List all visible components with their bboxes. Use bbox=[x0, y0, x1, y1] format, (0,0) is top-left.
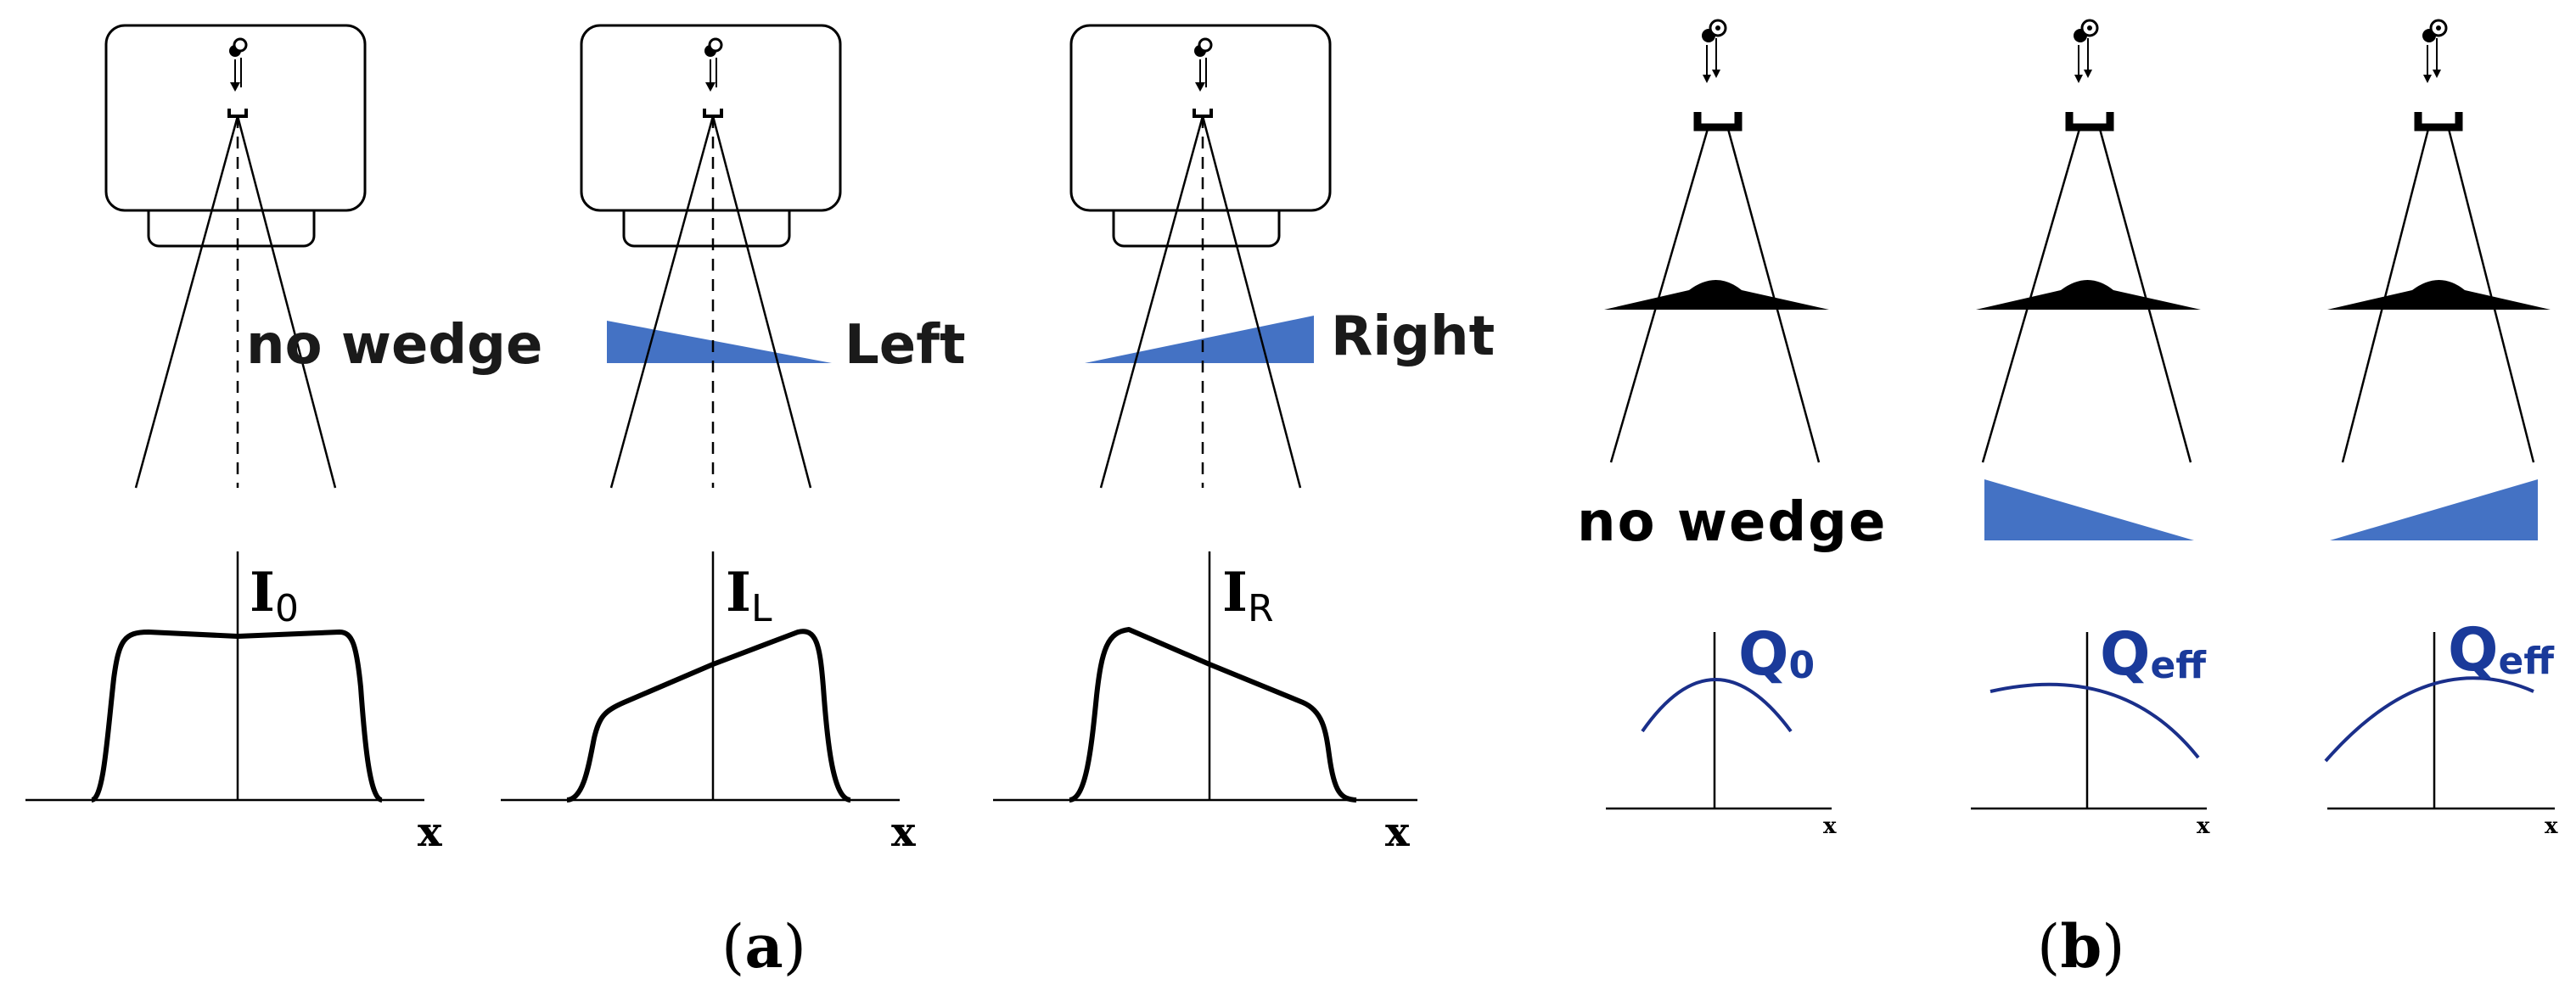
target-icon bbox=[2414, 112, 2463, 131]
panel-a-column-left: Left IL x bbox=[501, 24, 966, 856]
beam-quality-label: Q0 bbox=[1738, 619, 1815, 689]
profile-axis-label: x bbox=[891, 809, 916, 856]
panel-b: no wedge Q0 x bbox=[1577, 19, 2558, 982]
beam-edge bbox=[1726, 128, 1821, 463]
electron-source-icon bbox=[2074, 19, 2099, 83]
wedge-label: Left bbox=[845, 314, 966, 377]
target-icon bbox=[1693, 112, 1743, 131]
flattening-filter-icon bbox=[1976, 280, 2201, 310]
beam-edge bbox=[2447, 128, 2535, 463]
beam-edge bbox=[236, 115, 337, 489]
beam-quality-curve bbox=[1990, 682, 2200, 759]
beam-quality-label: Qeff bbox=[2100, 619, 2207, 689]
dose-profile-curve bbox=[566, 629, 851, 803]
panel-a-column-no-wedge: no wedge I0 x bbox=[25, 24, 542, 856]
electron-source-icon bbox=[2422, 19, 2448, 83]
dose-profile-curve bbox=[1069, 627, 1357, 803]
linac-head bbox=[1069, 24, 1332, 248]
panel-b-column-no-wedge: no wedge Q0 x bbox=[1577, 19, 1887, 839]
profile-axis-label: x bbox=[1385, 809, 1410, 856]
wedge-filter-icon bbox=[1085, 316, 1314, 363]
wedge-filter-icon bbox=[2330, 479, 2538, 540]
beam-edge bbox=[1099, 115, 1204, 489]
flattening-filter-icon bbox=[2327, 280, 2551, 310]
wedge-label: Right bbox=[1331, 305, 1495, 368]
electron-source-icon bbox=[1194, 37, 1213, 92]
panel-b-column-wedge-right: Qeff x bbox=[2324, 19, 2558, 839]
beam-edge bbox=[134, 115, 239, 489]
wedge-label: no wedge bbox=[1577, 491, 1887, 554]
wedge-filter-icon bbox=[1984, 479, 2194, 540]
quality-axis-label: x bbox=[1823, 814, 1837, 839]
beam-edge bbox=[609, 115, 715, 489]
panel-b-column-wedge-left: Qeff x bbox=[1971, 19, 2210, 839]
quality-axis-label: x bbox=[2545, 814, 2558, 839]
dose-profile-curve bbox=[90, 629, 384, 803]
beam-quality-curve bbox=[1641, 678, 1793, 733]
profile-intensity-label: IL bbox=[726, 561, 772, 630]
panel-a-caption: (a) bbox=[721, 911, 806, 982]
profile-intensity-label: IR bbox=[1222, 561, 1274, 630]
quality-axis-label: x bbox=[2197, 814, 2210, 839]
beam-edge bbox=[1609, 128, 1709, 463]
wedge-label: no wedge bbox=[246, 314, 542, 377]
wedge-filter-icon bbox=[607, 321, 832, 363]
beam-edge bbox=[1201, 115, 1302, 489]
panel-a: no wedge I0 x bbox=[25, 24, 1495, 982]
beam-edge bbox=[2341, 128, 2430, 463]
panel-a-column-right: Right IR x bbox=[993, 24, 1495, 856]
beam-quality-label: Qeff bbox=[2448, 615, 2555, 685]
panel-b-caption: (b) bbox=[2037, 911, 2125, 982]
electron-source-icon bbox=[229, 37, 248, 92]
linac-head bbox=[580, 24, 842, 248]
electron-source-icon bbox=[1702, 19, 1727, 83]
profile-intensity-label: I0 bbox=[250, 561, 299, 630]
beam-edge bbox=[2098, 128, 2192, 463]
profile-axis-label: x bbox=[418, 809, 442, 856]
electron-source-icon bbox=[704, 37, 723, 92]
flattening-filter-icon bbox=[1604, 280, 1829, 310]
linac-head bbox=[104, 24, 367, 248]
beam-edge bbox=[711, 115, 812, 489]
target-icon bbox=[2065, 112, 2114, 131]
beam-edge bbox=[1981, 128, 2081, 463]
beam-quality-curve bbox=[2324, 676, 2534, 763]
